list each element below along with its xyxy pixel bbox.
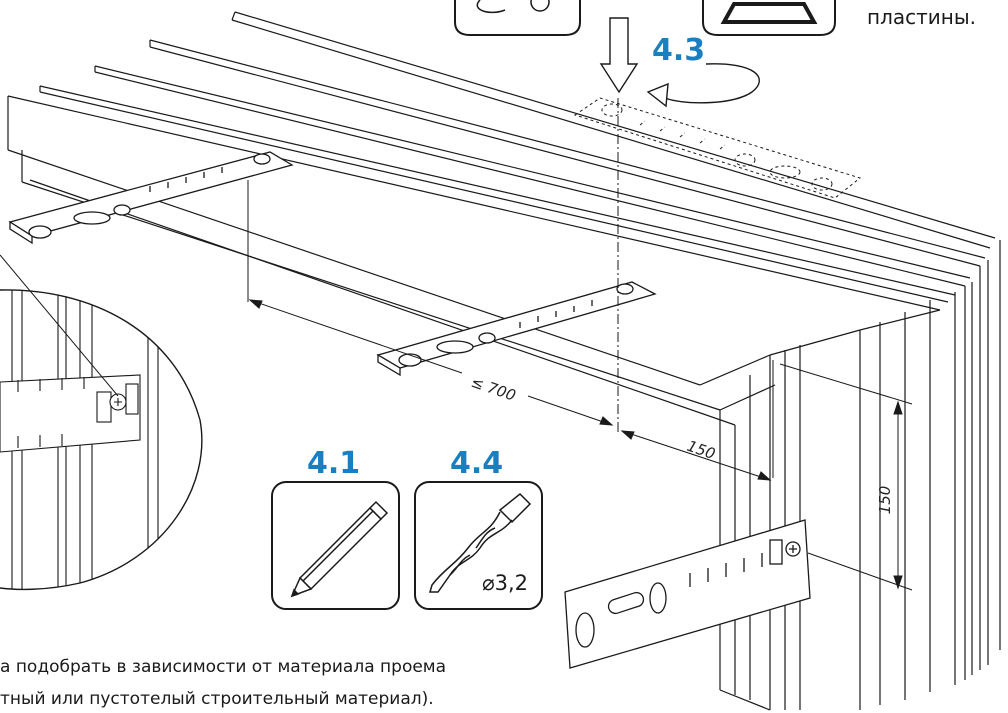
tool-card-4-1 (271, 481, 400, 610)
dimension-spacing-label: ≤ 700 (469, 373, 518, 405)
rotate-arrow-icon (646, 63, 760, 108)
note-line-1: а подобрать в зависимости от материала п… (0, 657, 446, 677)
dimension-edge-horizontal (620, 360, 774, 481)
fixing-plate-middle (376, 281, 657, 377)
drill-bit-icon (429, 492, 532, 593)
step-4-3-label: 4.3 (652, 33, 705, 68)
top-icon-box-left (454, 0, 581, 36)
dimension-edge-vertical-label: 150 (876, 486, 894, 515)
dimension-edge-horizontal-label: 150 (685, 437, 718, 463)
plate-dashed-outline (573, 97, 862, 199)
fixing-plate-left (8, 151, 294, 245)
dimension-spacing (247, 180, 614, 426)
note-line-2: тный или пустотелый строительный материа… (0, 689, 434, 709)
drill-diameter-label: ⌀3,2 (482, 571, 528, 595)
caption-top-right: пластины. (867, 5, 976, 29)
step-4-1-label: 4.1 (307, 446, 360, 481)
down-arrow-icon (599, 17, 639, 94)
top-icon-box-right (702, 0, 836, 36)
pencil-icon (290, 500, 389, 598)
dimension-edge-vertical (779, 363, 913, 591)
fixing-plate-side (564, 519, 811, 669)
detail-magnifier (0, 254, 203, 591)
step-4-4-label: 4.4 (450, 446, 503, 481)
tool-card-4-4: ⌀3,2 (414, 481, 543, 610)
